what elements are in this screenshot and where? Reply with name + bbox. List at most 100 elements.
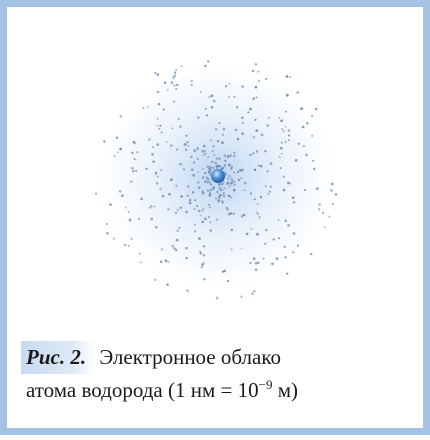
cloud-dot <box>132 169 135 173</box>
cloud-dot <box>226 279 230 283</box>
cloud-dot <box>230 228 234 232</box>
cloud-dot <box>163 81 167 85</box>
cloud-dot <box>184 148 188 152</box>
cloud-dot <box>302 145 306 148</box>
cloud-dot <box>201 220 204 223</box>
cloud-dot <box>278 155 281 158</box>
cloud-dot <box>284 110 287 113</box>
cloud-dot <box>180 65 183 68</box>
cloud-dot <box>277 219 280 222</box>
cloud-dot <box>173 71 177 74</box>
cloud-dot <box>227 177 229 180</box>
cloud-dot <box>256 203 259 206</box>
cloud-dot <box>311 134 314 137</box>
cloud-dot <box>296 244 299 247</box>
cloud-dot <box>223 171 227 174</box>
cloud-dot <box>287 129 291 132</box>
cloud-dot <box>291 196 295 199</box>
cloud-dot <box>210 94 214 98</box>
cloud-dot <box>178 125 182 128</box>
cloud-dot <box>119 114 123 118</box>
cloud-dot <box>230 181 233 185</box>
cloud-dot <box>175 68 178 71</box>
cloud-dot <box>161 194 165 198</box>
cloud-dot <box>127 244 130 247</box>
cloud-dot <box>251 69 255 73</box>
cloud-dot <box>160 131 163 134</box>
cloud-dot <box>228 185 231 188</box>
cloud-dot <box>203 217 207 221</box>
cloud-dot <box>208 206 211 209</box>
cloud-dot <box>251 292 254 295</box>
cloud-dot <box>278 237 281 240</box>
cloud-dot <box>136 151 139 154</box>
cloud-dot <box>218 157 221 160</box>
cloud-dot <box>153 205 156 208</box>
cloud-dot <box>173 74 176 78</box>
cloud-dot <box>171 127 174 130</box>
cloud-dot <box>258 216 261 219</box>
cloud-dot <box>188 201 192 205</box>
cloud-dot <box>185 256 188 260</box>
cloud-dot <box>256 261 260 265</box>
cloud-dot <box>296 91 300 94</box>
caption-unit: м) <box>272 378 299 402</box>
cloud-dot <box>119 147 122 151</box>
cloud-dot <box>133 157 136 161</box>
cloud-dot <box>207 156 210 159</box>
cloud-dot <box>168 192 171 196</box>
cloud-dot <box>200 266 203 269</box>
cloud-dot <box>219 165 222 168</box>
cloud-dot <box>218 183 221 186</box>
cloud-dot <box>315 187 319 190</box>
cloud-dot <box>241 121 245 125</box>
cloud-dot <box>219 189 222 192</box>
cloud-dot <box>301 107 304 110</box>
cloud-dot <box>132 140 136 144</box>
cloud-dot <box>264 185 268 188</box>
cloud-dot <box>138 217 141 220</box>
cloud-dot <box>116 151 119 154</box>
cloud-dot <box>280 119 283 123</box>
cloud-dot <box>156 117 159 120</box>
cloud-dot <box>262 257 265 260</box>
cloud-dot <box>284 140 287 144</box>
cloud-dot <box>197 181 200 184</box>
cloud-dot <box>311 115 314 118</box>
cloud-dot <box>223 269 226 273</box>
cloud-dot <box>257 70 260 73</box>
cloud-dot <box>247 111 250 114</box>
cloud-dot <box>264 150 267 153</box>
cloud-dot <box>233 180 236 183</box>
cloud-dot <box>215 296 219 300</box>
cloud-dot <box>202 261 205 264</box>
cloud-dot <box>256 212 259 215</box>
cloud-dot <box>212 145 215 148</box>
cloud-dot <box>166 283 169 286</box>
cloud-dot <box>250 227 253 230</box>
cloud-dot <box>156 124 159 127</box>
cloud-dot <box>192 161 196 164</box>
cloud-dot <box>208 203 211 206</box>
cloud-dot <box>289 76 292 78</box>
cloud-dot <box>280 141 283 144</box>
cloud-dot <box>176 229 180 233</box>
cloud-dot <box>224 173 228 176</box>
cloud-dot <box>208 181 211 184</box>
cloud-dot <box>269 185 272 188</box>
cloud-dot <box>202 144 206 148</box>
cloud-dot <box>207 216 211 219</box>
cloud-dot <box>201 176 204 180</box>
cloud-dot <box>235 105 239 109</box>
cloud-dot <box>149 206 152 209</box>
cloud-dot <box>216 167 219 170</box>
cloud-dot <box>135 169 138 173</box>
cloud-dot <box>155 181 159 185</box>
cloud-dot <box>240 177 243 180</box>
cloud-dot <box>313 167 316 171</box>
cloud-dot <box>103 140 106 143</box>
cloud-dot <box>204 172 207 175</box>
cloud-dot <box>241 116 244 119</box>
cloud-dot <box>297 142 300 145</box>
cloud-dot <box>226 155 230 158</box>
